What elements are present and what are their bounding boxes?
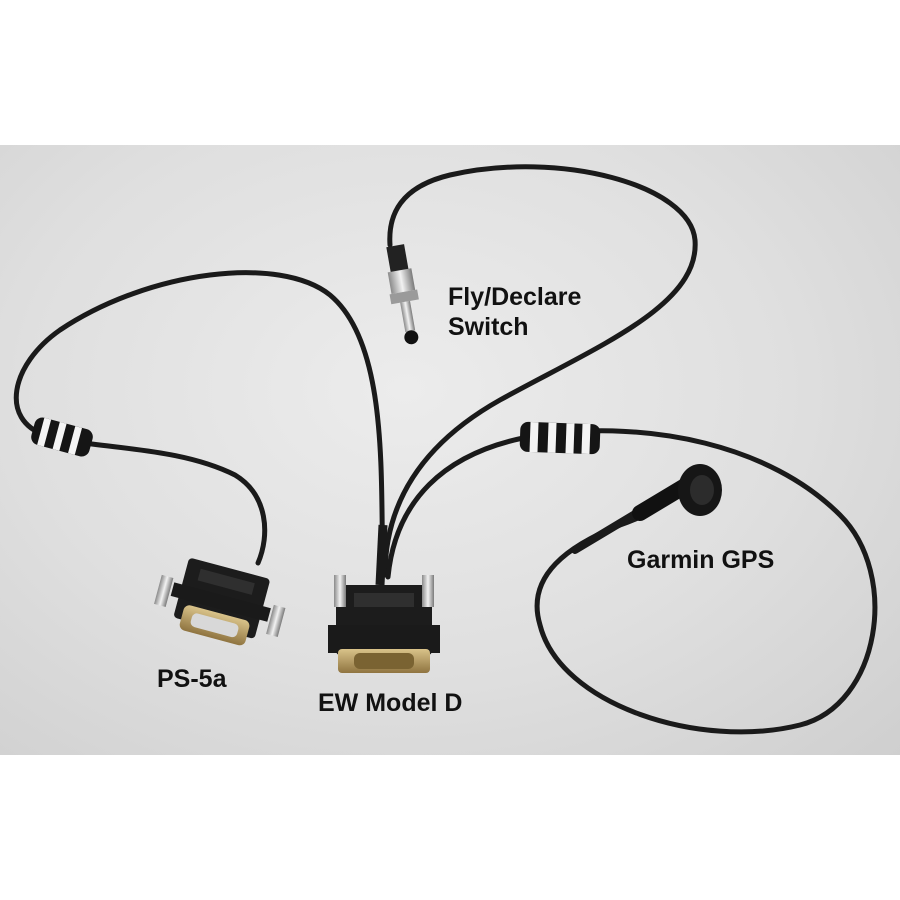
cable-trunk: [375, 524, 388, 586]
fly-declare-switch-label: Fly/Declare Switch: [448, 282, 581, 342]
garmin-gps-label: Garmin GPS: [627, 546, 775, 574]
garmin-gps-plug: [571, 464, 722, 554]
cable-to-switch: [382, 164, 698, 578]
ps5a-connector: [154, 558, 286, 646]
ew-model-d-label: EW Model D: [318, 689, 463, 717]
fly-declare-label-line1: Fly/Declare: [448, 283, 582, 311]
cable-to-ps5a: [13, 270, 386, 578]
cable-to-gps: [385, 428, 878, 735]
fly-declare-label-line2: Switch: [448, 313, 529, 341]
cable-assembly-drawing: [13, 164, 878, 735]
cable-assembly-photo: Fly/Declare Switch Garmin GPS PS-5a EW M…: [0, 145, 900, 755]
ferrite-bead-right: [519, 421, 601, 455]
ps5a-label: PS-5a: [157, 665, 227, 693]
fly-declare-switch: [386, 244, 419, 345]
ew-model-d-connector: [328, 575, 440, 673]
ferrite-bead-left: [31, 417, 93, 457]
